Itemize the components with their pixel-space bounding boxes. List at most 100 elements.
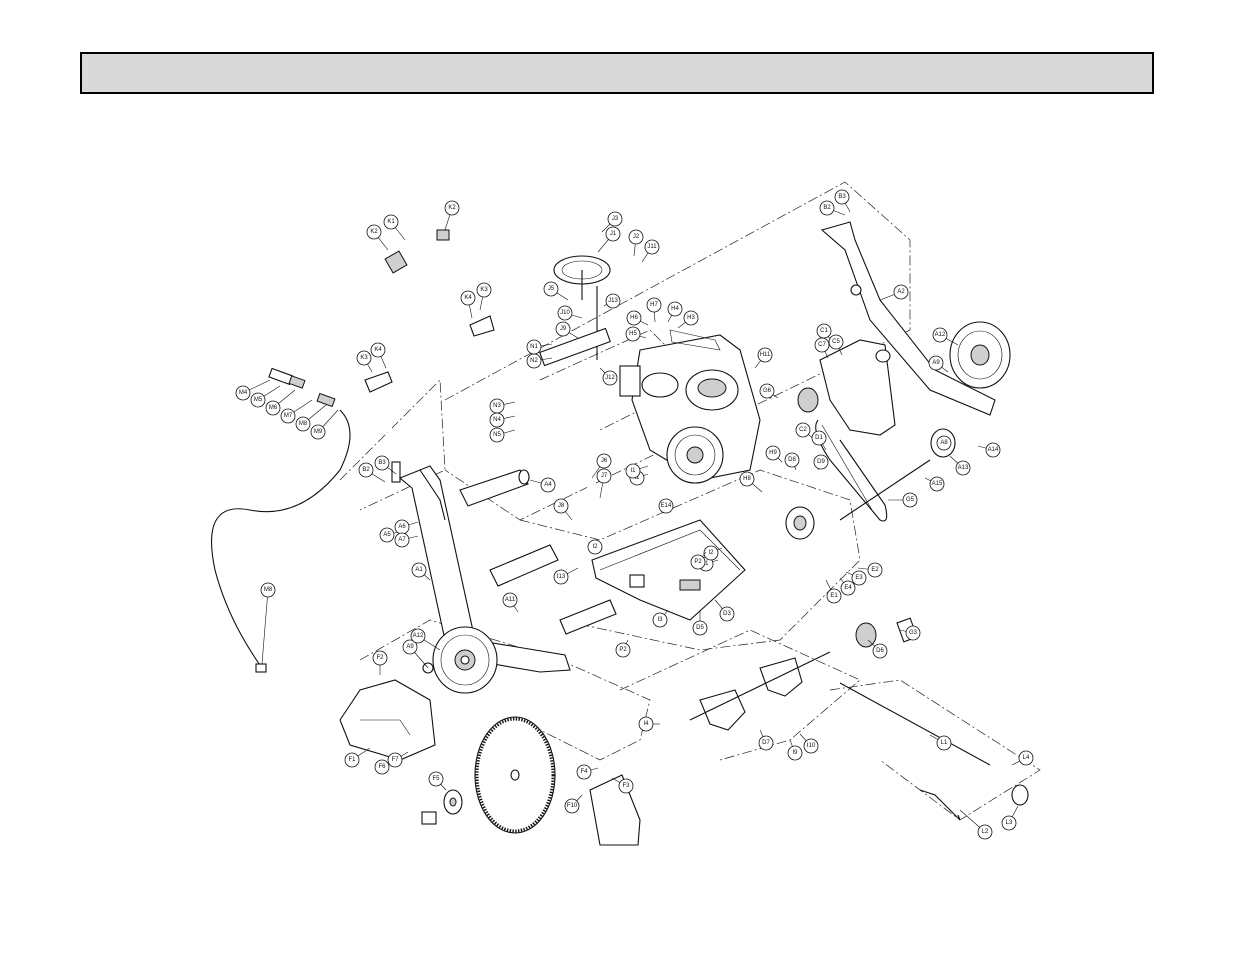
callout-j7: J7 [596,468,612,499]
callout-label: E3 [855,575,863,581]
callout-label: E2 [871,567,879,573]
callout-b2: B2 [819,200,846,216]
callout-label: M9 [314,429,323,435]
callout-bubble [344,752,360,768]
callout-bubble [826,588,842,604]
callout-bubble [787,745,803,761]
callout-label: M4 [239,390,248,396]
callout-label: A12 [935,332,946,338]
callout-bubble [929,476,945,492]
callout-bubble [977,824,993,840]
callout-bubble [690,554,706,570]
callout-bubble [553,498,569,514]
callout-bubble [1018,750,1034,766]
assembly-outlines [339,181,1041,821]
callout-label: H4 [671,306,679,312]
callout-bubble [985,442,1001,458]
callout-label: B2 [362,467,370,473]
callout-bubble [784,452,800,468]
base-plate [591,519,746,621]
callout-c5: C5 [828,334,844,356]
callout-label: K2 [370,229,378,235]
callout-bubble [803,738,819,754]
callout-label: C2 [799,427,807,433]
callout-label: K2 [448,205,456,211]
callout-bubble [811,430,827,446]
callout-bubble [596,453,612,469]
callout-label: N2 [530,358,538,364]
callout-bubble [540,477,556,493]
callout-label: J1 [610,231,617,237]
callout-label: D1 [815,435,823,441]
callout-bubble [576,764,592,780]
callout-bubble [625,326,641,342]
callout-bubble [394,532,410,548]
callout-x2: I1 [625,463,649,479]
callout-i9: I9 [787,739,803,761]
callout-label: J7 [601,473,608,479]
callout-label: H9 [769,450,777,456]
callout-label: F10 [567,803,578,809]
callout-label: I2 [592,544,598,550]
callout-label: F2 [376,655,384,661]
callout-bubble [615,642,631,658]
callout-label: L3 [1006,820,1013,826]
callout-f4: F4 [576,764,599,780]
callout-label: J3 [612,216,619,222]
callout-label: B2 [823,205,831,211]
handle-bar [364,229,495,483]
callout-label: N4 [493,417,501,423]
callout-h9: H9 [765,445,783,463]
callout-label: J9 [560,326,567,332]
callout-k2b: K2 [366,224,389,251]
callout-a15: A15 [924,476,945,492]
callout-label: I9 [792,750,798,756]
callout-label: L4 [1023,755,1030,761]
callout-bubble [719,606,735,622]
callout-k3: K3 [476,282,492,311]
callout-label: H7 [650,302,658,308]
callout-x3: I2 [587,539,603,555]
callout-label: B3 [378,460,386,466]
callout-a8: A8 [936,435,952,451]
callout-bubble [476,282,492,298]
callout-bubble [555,321,571,337]
callout-f10: F10 [564,794,583,814]
callout-label: D6 [876,648,884,654]
callout-i13: I13 [553,567,579,585]
callout-label: E14 [661,503,672,509]
callout-a14: A14 [977,442,1001,458]
callout-h5: H5 [625,326,647,342]
callout-label: A13 [958,465,969,471]
callout-a4: A4 [529,477,556,493]
callout-label: M5 [254,397,263,403]
callout-bubble [646,297,662,313]
callout-d8: D8 [784,452,800,471]
callout-bubble [851,570,867,586]
callout-label: J10 [560,310,570,316]
callout-bubble [819,200,835,216]
callout-k3b: K3 [356,350,373,373]
callout-j9: J9 [555,321,579,339]
callout-bubble [607,211,623,227]
callout-label: J11 [647,244,657,250]
callout-bubble [605,226,621,242]
callout-n3: N3 [489,398,516,414]
callout-i2: I2 [703,545,723,561]
callout-j13: J13 [603,293,621,309]
callout-label: A9 [932,360,940,366]
header-bar [80,52,1154,94]
callout-n5: N5 [489,427,516,443]
callout-bubble [374,759,390,775]
callout-bubble [265,400,281,416]
callout-bubble [683,310,699,326]
callout-bubble [834,189,850,205]
callout-j10: J10 [557,305,583,321]
callout-n2: N2 [526,353,553,369]
callout-label: H6 [630,315,638,321]
callout-a13: A13 [949,455,971,476]
callout-label: A7 [398,537,406,543]
callout-l3: L3 [1001,805,1019,831]
callout-label: F6 [378,764,386,770]
